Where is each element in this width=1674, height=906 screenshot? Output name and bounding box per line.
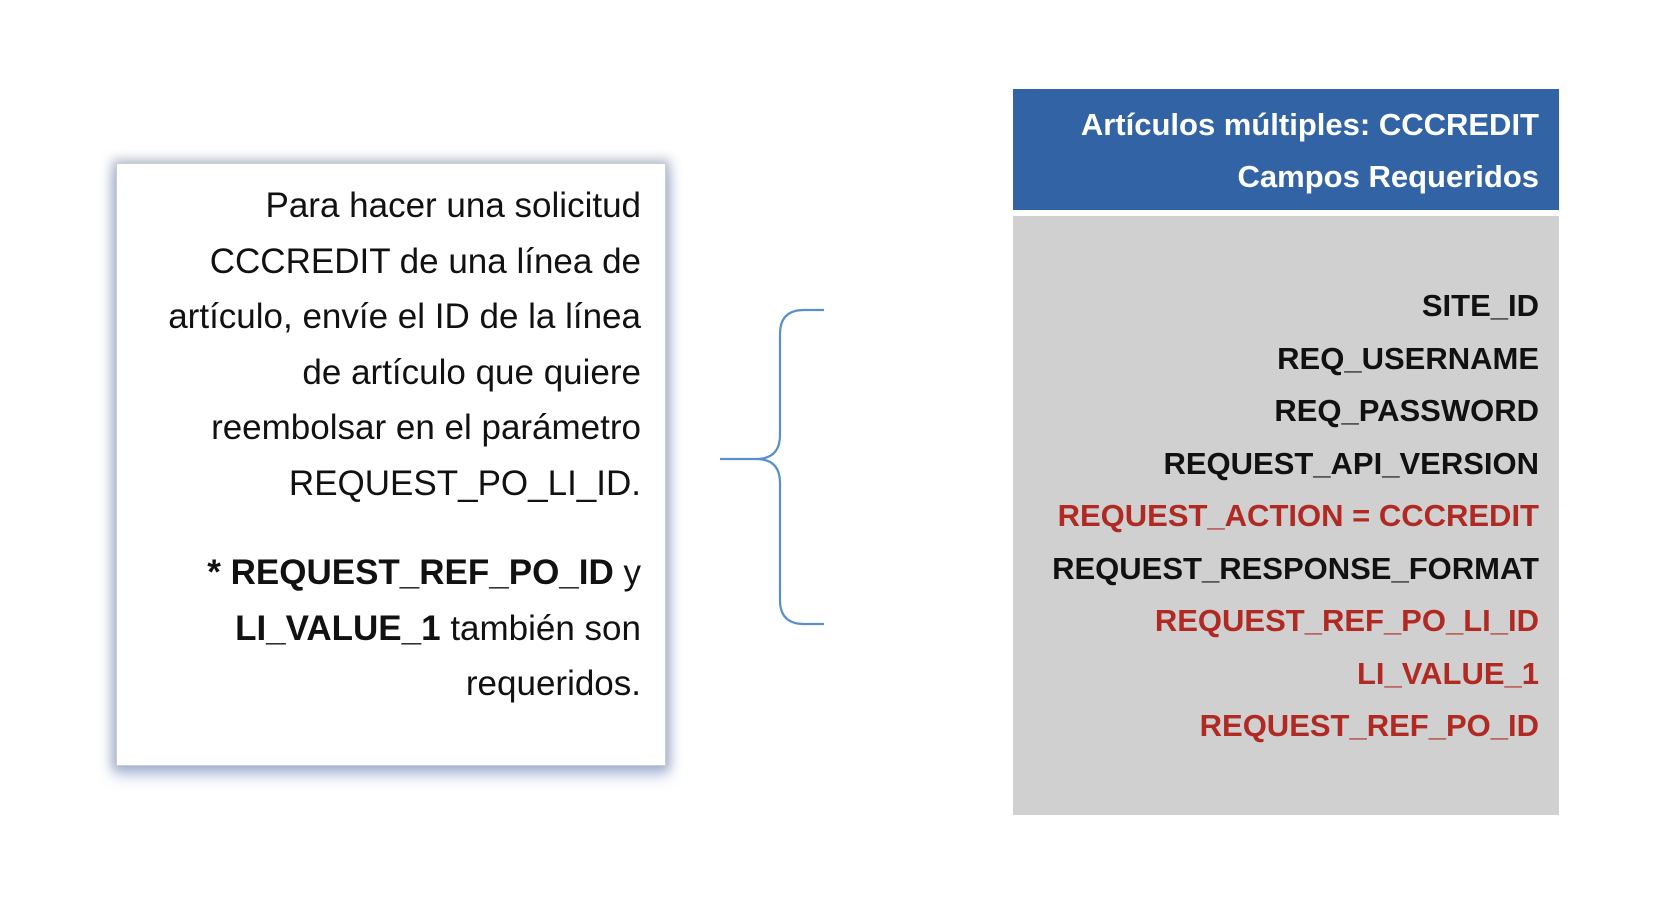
field-request-api-version: REQUEST_API_VERSION bbox=[1163, 445, 1539, 481]
note-line: CCCREDIT de una línea de bbox=[209, 241, 641, 281]
fields-panel-title: Artículos múltiples: CCCREDIT bbox=[1080, 107, 1539, 142]
field-site-id: SITE_ID bbox=[1421, 288, 1539, 323]
note-line: reembolsar en el parámetro bbox=[211, 408, 641, 447]
fields-panel-body: SITE_ID REQ_USERNAME REQ_PASSWORD REQUES… bbox=[1013, 216, 1559, 815]
note-line: de artículo que quiere bbox=[302, 352, 641, 392]
note-text: Para hacer una solicitud CCCREDIT de una… bbox=[141, 178, 641, 712]
note-line: REQUEST_PO_LI_ID. bbox=[288, 463, 641, 503]
note-box: Para hacer una solicitud CCCREDIT de una… bbox=[116, 163, 666, 766]
field-request-ref-po-li-id: REQUEST_REF_PO_LI_ID bbox=[1154, 603, 1539, 638]
field-request-response-format: REQUEST_RESPONSE_FORMAT bbox=[1052, 550, 1539, 586]
note-required-param: * REQUEST_REF_PO_ID bbox=[207, 553, 614, 592]
curly-brace-icon bbox=[720, 308, 824, 626]
note-line: Para hacer una solicitud bbox=[265, 186, 642, 225]
note-required-text: también son bbox=[440, 608, 641, 648]
note-required-text: y bbox=[613, 553, 641, 592]
field-request-ref-po-id: REQUEST_REF_PO_ID bbox=[1199, 708, 1539, 743]
note-required-line: requeridos. bbox=[465, 664, 641, 703]
fields-panel-header: Artículos múltiples: CCCREDIT Campos Req… bbox=[1013, 89, 1559, 210]
note-required-line: * REQUEST_REF_PO_ID y bbox=[141, 545, 641, 601]
field-li-value-1: LI_VALUE_1 bbox=[1356, 655, 1539, 691]
note-required-line: LI_VALUE_1 también son bbox=[141, 601, 641, 657]
field-req-username: REQ_USERNAME bbox=[1277, 340, 1539, 376]
fields-panel-subtitle: Campos Requeridos bbox=[1237, 159, 1539, 194]
field-req-password: REQ_PASSWORD bbox=[1274, 393, 1539, 428]
note-line: artículo, envíe el ID de la línea bbox=[168, 297, 641, 336]
field-request-action: REQUEST_ACTION = CCCREDIT bbox=[1057, 498, 1539, 533]
curly-brace-path bbox=[720, 308, 824, 626]
note-required-param: LI_VALUE_1 bbox=[235, 608, 441, 648]
